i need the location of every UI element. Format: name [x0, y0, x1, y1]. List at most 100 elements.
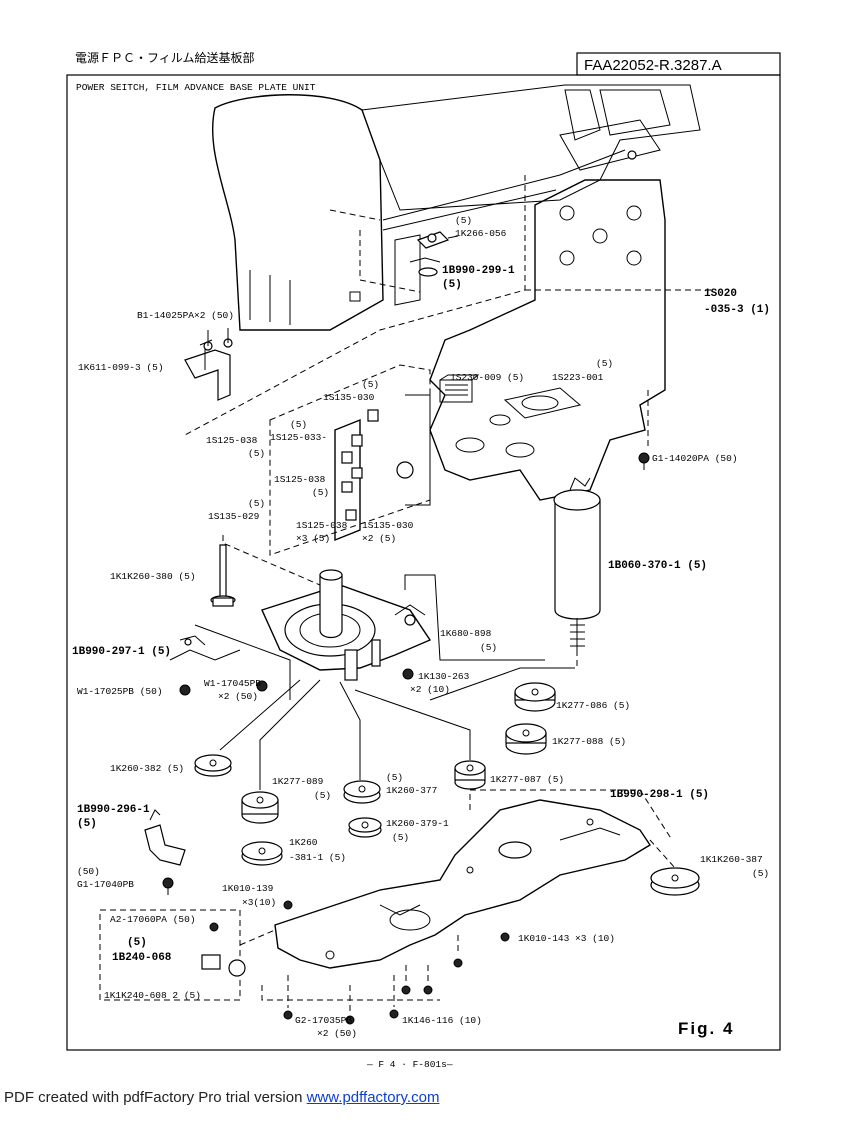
label-1b990-297-1: 1B990-297-1 (5)	[72, 646, 171, 658]
label-1k1k260-387-qty: (5)	[752, 868, 769, 879]
part-1b990-299-1	[409, 257, 441, 277]
camera-body-housing	[211, 84, 701, 331]
label-1s020-b: -035-3 (1)	[704, 304, 770, 316]
pdf-footer: PDF created with pdfFactory Pro trial ve…	[4, 1089, 439, 1106]
label-1k680-898-qty: (5)	[480, 642, 497, 653]
label-1k260-382: 1K260-382 (5)	[110, 763, 184, 774]
label-1s135-030a-qty: (5)	[362, 379, 379, 390]
gear-1k277-088	[505, 723, 547, 755]
label-1k260-377-qty: (5)	[386, 772, 403, 783]
label-1s135-030a: 1S135-030	[323, 392, 375, 403]
label-g1-14020pa: G1-14020PA (50)	[652, 453, 738, 464]
label-1s125-038c-qty: ×3 (5)	[296, 533, 330, 544]
gear-1k277-087	[454, 760, 486, 790]
label-1s125-038a: 1S125-038	[206, 435, 258, 446]
label-1s135-030b-qty: ×2 (5)	[362, 533, 396, 544]
label-1b990-299-1-qty: (5)	[442, 279, 462, 291]
screws-bottom	[283, 900, 510, 1025]
label-1s125-038c: 1S125-038	[296, 520, 348, 531]
gear-1k277-086	[514, 682, 556, 712]
label-1s135-029-qty: (5)	[248, 498, 265, 509]
label-1b990-296-1-qty: (5)	[77, 818, 97, 830]
label-1k1k240-608: 1K1K240-608 2 (5)	[104, 990, 201, 1001]
shaft-1k1k260-380	[210, 535, 321, 607]
screw-w1-17025pb	[179, 684, 191, 696]
page-ref: — F 4 · F-801s—	[366, 1059, 453, 1070]
label-g1-17040pb-qty: (50)	[77, 866, 100, 877]
label-g1-17040pb: G1-17040PB	[77, 879, 134, 890]
label-1s125-038b-qty: (5)	[312, 487, 329, 498]
label-1k260-379-1: 1K260-379-1	[386, 818, 449, 829]
label-1k277-088: 1K277-088 (5)	[552, 736, 626, 747]
label-1s125-038b: 1S125-038	[274, 474, 326, 485]
screw-g1-14020pa	[638, 390, 650, 470]
label-1k277-089-qty: (5)	[314, 790, 331, 801]
japanese-title: 電源ＦＰＣ・フィルム給送基板部	[75, 50, 255, 65]
label-1k266-056-qty: (5)	[455, 215, 472, 226]
label-b1-14025pa: B1-14025PA×2 (50)	[137, 310, 234, 321]
label-1s020: 1S020	[704, 288, 737, 300]
leader-dash-top	[329, 209, 421, 293]
label-w1-17025pb: W1-17025PB (50)	[77, 686, 163, 697]
label-1b240-068: 1B240-068	[112, 952, 172, 964]
label-1k260-381-b: -381-1 (5)	[289, 852, 346, 863]
label-1b990-298-1: 1B990-298-1 (5)	[610, 789, 709, 801]
label-1s125-033-qty: (5)	[290, 419, 307, 430]
label-g2-17035pb: G2-17035PB	[295, 1015, 352, 1026]
label-1s135-029: 1S135-029	[208, 511, 260, 522]
label-1b990-299-1: 1B990-299-1	[442, 265, 515, 277]
label-1k277-087: 1K277-087 (5)	[490, 774, 564, 785]
label-1k277-086: 1K277-086 (5)	[556, 700, 630, 711]
label-1b240-068-qty: (5)	[127, 937, 147, 949]
bottom-film-advance-plate	[274, 789, 673, 969]
footer-text: PDF created with pdfFactory Pro trial ve…	[4, 1089, 307, 1106]
footer-link[interactable]: www.pdffactory.com	[306, 1089, 440, 1106]
gear-1k260-382	[194, 754, 232, 777]
label-1s223-001: 1S223-001	[552, 372, 604, 383]
label-1k130-263-qty: ×2 (10)	[410, 684, 450, 695]
label-1s230-009: 1S230-009 (5)	[450, 372, 524, 383]
label-1s125-033: 1S125-033-	[270, 432, 327, 443]
leader-lines-gears	[219, 679, 471, 790]
label-1k266-056: 1K266-056	[455, 228, 507, 239]
label-1b060-370-1: 1B060-370-1 (5)	[608, 560, 707, 572]
part-1b240-068	[201, 922, 246, 977]
label-1b990-296-1: 1B990-296-1	[77, 804, 150, 816]
label-1k010-139: 1K010-139	[222, 883, 274, 894]
label-1s125-038a-qty: (5)	[248, 448, 265, 459]
leader-dash-frame-1	[184, 175, 526, 436]
label-w1-17045pb: W1-17045PB	[204, 678, 261, 689]
lever-1b990-296-1	[144, 809, 186, 895]
dashed-box-1k1k240	[99, 909, 241, 1001]
label-1k680-898: 1K680-898	[440, 628, 492, 639]
label-1k277-089: 1K277-089	[272, 776, 324, 787]
label-1k260-381: 1K260	[289, 837, 318, 848]
leader-lines-base	[194, 574, 575, 701]
diagram-title: POWER SEITCH, FILM ADVANCE BASE PLATE UN…	[76, 82, 316, 93]
part-1k266-056	[416, 231, 459, 249]
gear-1k277-089	[241, 791, 279, 824]
diagram-frame	[66, 74, 781, 1051]
bracket-1k611-099-3	[184, 328, 233, 401]
label-1k010-143: 1K010-143 ×3 (10)	[518, 933, 615, 944]
label-g2-17035pb-qty: ×2 (50)	[317, 1028, 357, 1039]
motor-1b060-370-1	[553, 477, 601, 669]
label-1k1k260-387: 1K1K260-387	[700, 854, 763, 865]
gear-1k260-379-1	[348, 817, 382, 838]
label-1k146-116: 1K146-116 (10)	[402, 1015, 482, 1026]
gear-1k1k260-387	[649, 839, 700, 896]
label-1k130-263: 1K130-263	[418, 671, 470, 682]
label-1k260-379-1-qty: (5)	[392, 832, 409, 843]
label-w1-17045pb-qty: ×2 (50)	[218, 691, 258, 702]
label-1k1k260-380: 1K1K260-380 (5)	[110, 571, 196, 582]
label-1k010-139-qty: ×3(10)	[242, 897, 276, 908]
spring-1b990-297-1	[169, 635, 241, 661]
plate-1s020	[429, 179, 666, 501]
leader-dash-bottom	[239, 929, 440, 1001]
ref-code: FAA22052-R.3287.A	[584, 57, 722, 74]
label-1k611-099-3: 1K611-099-3 (5)	[78, 362, 164, 373]
label-1s223-001-qty: (5)	[596, 358, 613, 369]
gear-1k260-381-1	[241, 841, 283, 866]
screw-w1-17045pb	[256, 680, 268, 692]
